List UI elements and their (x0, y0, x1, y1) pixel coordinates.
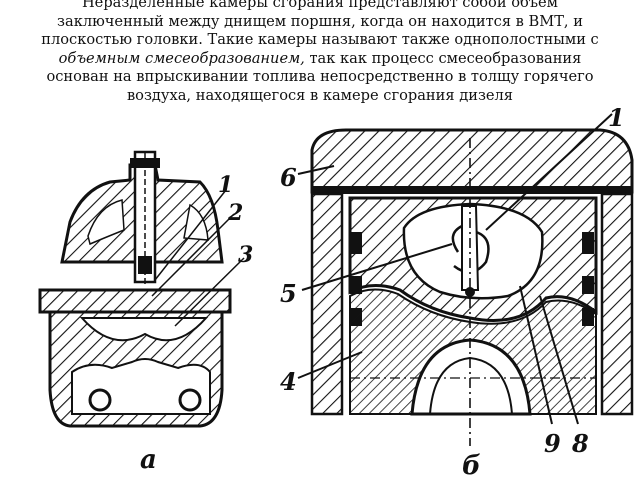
ring-left-2 (350, 276, 362, 294)
leader-a3 (174, 257, 245, 327)
leader-b6 (297, 165, 335, 175)
caption-line-5: основан на впрыскивании топлива непосред… (46, 68, 594, 85)
caption-line-1: Неразделенные камеры сгорания представля… (81, 0, 559, 11)
gasket-b (312, 186, 632, 194)
label-b-8: 8 (571, 429, 589, 458)
label-b-5: 5 (280, 279, 297, 308)
cylinder-head-b (310, 128, 634, 194)
figure-a-letter: а (140, 445, 157, 475)
label-b-4: 4 (280, 367, 297, 396)
ring-right-1 (582, 232, 594, 254)
leader-b8 (539, 295, 579, 425)
caption-line-3: плоскостью головки. Такие камеры называю… (41, 31, 599, 48)
caption-line-4: так как процесс смесеобразования (304, 49, 582, 67)
caption-line-2: заключенный между днищем поршня, когда о… (57, 12, 583, 30)
ring-left-1 (350, 232, 362, 254)
leader-b9 (519, 285, 553, 425)
figure-a-drawing: 1 2 3 а (38, 150, 253, 475)
injector-nozzle (138, 256, 152, 274)
label-b-6: 6 (280, 163, 297, 192)
leader-a1 (154, 189, 227, 281)
label-a-2: 2 (227, 200, 243, 226)
leader-a2 (151, 213, 235, 297)
leader-b5 (301, 243, 453, 291)
caption-line-6: воздуха, находящегося в камере сгорания … (126, 86, 514, 104)
liner-right (600, 192, 634, 416)
label-b-9: 9 (544, 429, 561, 458)
caption-text: Неразделенные камеры сгорания представля… (4, 0, 636, 105)
ring-right-2 (582, 276, 594, 294)
label-b-1: 1 (608, 103, 625, 132)
figure-b-letter: б (462, 451, 481, 480)
label-a-3: 3 (238, 242, 253, 268)
leader-b1 (485, 113, 613, 231)
liner-left (310, 192, 344, 416)
piston-cavity (79, 317, 209, 342)
label-a-1: 1 (218, 172, 233, 198)
injector-nut (130, 158, 160, 168)
gasket-band (38, 288, 232, 314)
leader-b4 (297, 351, 363, 379)
head-port (87, 199, 125, 246)
pin-boss-right (178, 388, 202, 412)
figure-b-drawing: 1 6 5 4 9 8 б (280, 103, 634, 480)
caption-italic-term: объемным смесеобразованием, (58, 49, 305, 67)
pin-boss-left (88, 388, 112, 412)
